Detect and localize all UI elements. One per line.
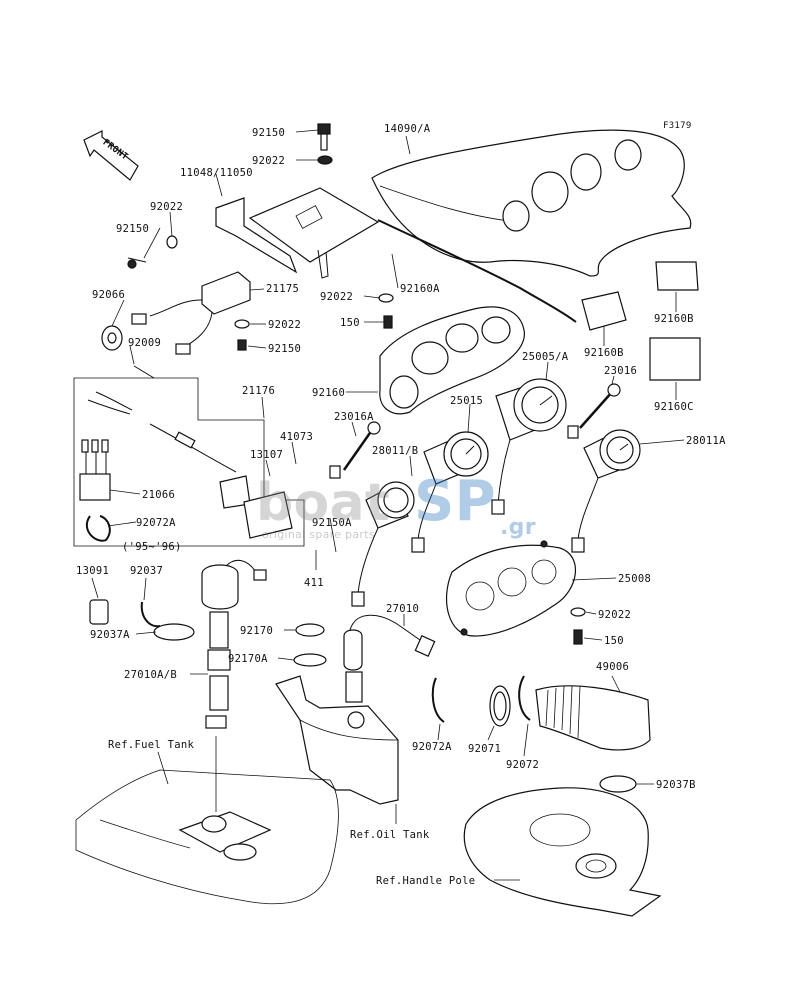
part-label: 11048/11050	[180, 167, 253, 179]
part-label: 92150A	[312, 517, 352, 529]
watermark: boat SP .gr original spare parts	[256, 469, 536, 541]
part-label: 25005/A	[522, 351, 569, 363]
part-label: 92072	[506, 759, 539, 771]
part-label: 25008	[618, 573, 651, 585]
handle-pole	[463, 787, 662, 917]
part-label: 92037	[130, 565, 163, 577]
oil-tank	[275, 675, 399, 805]
part-label: 92009	[128, 337, 161, 349]
gauge-28011a	[571, 429, 641, 553]
part-label: 92022	[320, 291, 353, 303]
part-label: 27010	[386, 603, 419, 615]
seal-strip	[377, 219, 577, 323]
part-label: 21066	[142, 489, 175, 501]
relay	[79, 473, 111, 501]
watermark-tld: .gr	[500, 515, 536, 540]
figure-code: F3179	[663, 121, 692, 131]
part-label: 92066	[92, 289, 125, 301]
part-label: 27010A/B	[124, 669, 177, 681]
part-label: 28011/B	[372, 445, 418, 457]
parts-drawing	[73, 123, 701, 917]
regulator	[201, 271, 251, 315]
gauge-25015	[411, 431, 489, 553]
part-label: 411	[304, 577, 324, 589]
part-label: 21176	[242, 385, 275, 397]
part-labels: 92150 92022 11048/11050 14090/A 92022 92…	[76, 123, 726, 887]
part-label: 13091	[76, 565, 109, 577]
part-label: 92071	[468, 743, 501, 755]
part-label: 92160B	[584, 347, 624, 359]
gauge-28011b	[351, 481, 415, 607]
part-label: 92160	[312, 387, 345, 399]
part-label: 23016A	[334, 411, 374, 423]
part-label: 92072A	[136, 517, 176, 529]
gauge-25005	[491, 378, 567, 515]
part-label: 25015	[450, 395, 483, 407]
part-label: 23016	[604, 365, 637, 377]
part-label: 92160A	[400, 283, 440, 295]
part-label: ('95~'96)	[122, 541, 182, 553]
part-label: 92160C	[654, 401, 694, 413]
part-label: 21175	[266, 283, 299, 295]
part-label: Ref.Handle Pole	[376, 875, 475, 887]
watermark-tagline: original spare parts	[262, 528, 375, 541]
fuel-sender	[201, 564, 239, 610]
part-label: 92037A	[90, 629, 130, 641]
intake-boot	[535, 685, 651, 751]
bracket	[248, 187, 380, 263]
part-label: 92150	[268, 343, 301, 355]
part-label: 92150	[116, 223, 149, 235]
part-label: 150	[340, 317, 360, 329]
part-label: 49006	[596, 661, 629, 673]
part-label: 28011A	[686, 435, 726, 447]
part-label: 150	[604, 635, 624, 647]
part-label: 92170	[240, 625, 273, 637]
leader-lines	[91, 129, 685, 881]
part-label: Ref.Oil Tank	[350, 829, 430, 841]
part-label: 92150	[252, 127, 285, 139]
part-label: 14090/A	[384, 123, 431, 135]
meter-cover	[371, 129, 692, 277]
front-arrow-icon: FRONT	[83, 130, 139, 181]
gasket	[445, 544, 576, 637]
part-label: 92022	[150, 201, 183, 213]
part-label: 92022	[598, 609, 631, 621]
part-label: 92037B	[656, 779, 696, 791]
watermark-brand-right: SP	[414, 469, 496, 534]
part-label: 41073	[280, 431, 313, 443]
part-label: 92170A	[228, 653, 268, 665]
part-label: 92022	[252, 155, 285, 167]
part-label: 13107	[250, 449, 283, 461]
part-label: Ref.Fuel Tank	[108, 739, 194, 751]
part-label: 92072A	[412, 741, 452, 753]
part-label: 92160B	[654, 313, 694, 325]
watermark-brand-left: boat	[256, 473, 390, 533]
fuel-tank	[75, 769, 339, 905]
part-label: 92022	[268, 319, 301, 331]
